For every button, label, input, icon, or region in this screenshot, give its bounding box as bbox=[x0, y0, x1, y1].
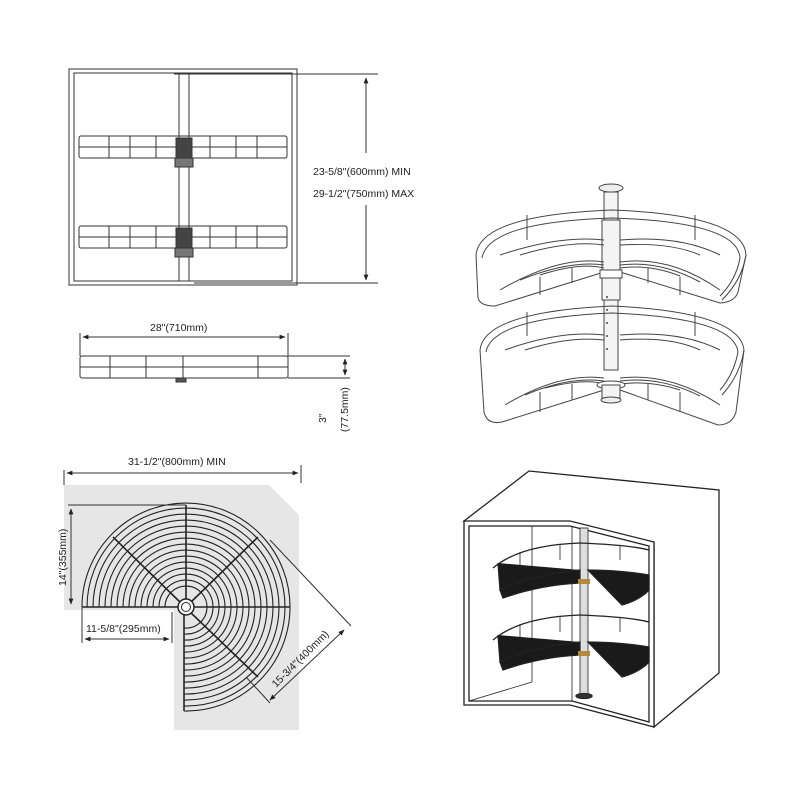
cabinet-width-label: 31-1/2"(800mm) MIN bbox=[128, 456, 226, 468]
front-view bbox=[68, 68, 378, 286]
front-upper-basket bbox=[78, 135, 288, 168]
front-lower-basket bbox=[78, 225, 288, 258]
top-basket-spokes bbox=[82, 505, 290, 711]
cabinet-upper-basket bbox=[492, 542, 650, 606]
perspective-lazy-susan bbox=[475, 183, 747, 426]
top-view bbox=[63, 465, 352, 730]
perspective-lower-basket bbox=[479, 305, 745, 426]
side-width-label: 28"(710mm) bbox=[150, 322, 207, 334]
cabinet-with-lazy-susan bbox=[462, 470, 720, 729]
cabinet-lower-basket bbox=[492, 614, 650, 678]
radius-horizontal-label: 11-5/8"(295mm) bbox=[86, 623, 161, 635]
pole-adjustment-holes bbox=[606, 296, 608, 350]
height-max-label: 29-1/2"(750mm) MAX bbox=[313, 188, 414, 200]
side-view bbox=[79, 333, 350, 383]
side-depth-inches-label: 3" bbox=[317, 413, 329, 423]
height-min-label: 23-5/8"(600mm) MIN bbox=[313, 166, 411, 178]
side-depth-mm-label: (77.5mm) bbox=[339, 387, 351, 432]
perspective-upper-basket bbox=[475, 209, 747, 307]
radius-vertical-label: 14"(355mm) bbox=[57, 529, 69, 586]
